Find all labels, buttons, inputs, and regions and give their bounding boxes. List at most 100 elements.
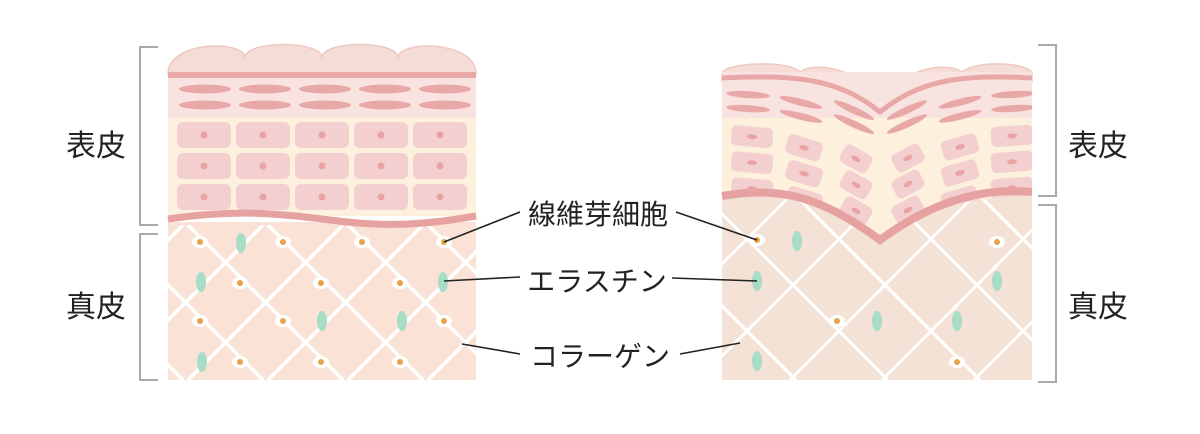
elastin-fiber — [196, 272, 206, 292]
granular-cell — [833, 100, 875, 120]
granular-band-top-right — [722, 74, 1032, 116]
granular-cell — [419, 84, 471, 94]
granular-cell — [359, 84, 411, 94]
granular-cell — [991, 104, 1032, 113]
elastin-fiber — [992, 271, 1002, 291]
spinous-cell-group — [990, 150, 1032, 174]
basement-membrane-right — [721, 187, 1033, 245]
cell-nucleus — [747, 160, 757, 166]
epidermis-layers-left — [167, 43, 477, 228]
collagen-fibers-left — [0, 225, 476, 380]
label-fibroblast: 線維芽細胞 — [527, 198, 669, 231]
spinous-cell-group — [839, 196, 873, 226]
fibroblast-nucleus — [237, 280, 243, 286]
granular-band-top-left — [168, 72, 476, 78]
fibroblast-nucleus — [834, 318, 840, 324]
spinous-cell-group — [839, 144, 873, 174]
collagen-fiber — [0, 225, 23, 380]
fibroblast-nucleus — [318, 280, 324, 286]
granular-cell — [726, 90, 770, 99]
cell-nucleus — [200, 131, 208, 139]
dermis-cells-left — [192, 233, 452, 372]
granular-cell — [419, 100, 471, 110]
granular-cell — [833, 114, 875, 134]
spinous-cell-group — [839, 170, 873, 200]
cell-nucleus — [851, 155, 861, 163]
granular-cell — [179, 84, 231, 94]
dermis-cells-right — [749, 231, 1005, 371]
cell-nucleus — [955, 144, 965, 150]
spinous-cell-group — [785, 160, 823, 188]
leader-lines — [443, 211, 758, 355]
spinous-cell-group — [891, 195, 925, 225]
collagen-fiber — [788, 190, 982, 380]
cell-nucleus — [377, 131, 385, 139]
granular-cell — [779, 110, 823, 123]
healthy-skin — [0, 43, 477, 380]
bracket-epidermis-right — [1038, 44, 1057, 197]
spinous-cell-group — [730, 151, 774, 175]
spinous-cell-group — [730, 125, 774, 149]
elastin-fiber — [397, 311, 407, 331]
fibroblast-nucleus — [397, 280, 403, 286]
collagen-fiber — [0, 225, 23, 380]
granular-cells-right — [726, 90, 1032, 134]
elastin-fiber — [197, 352, 207, 372]
granular-cell — [886, 114, 928, 134]
collagen-fiber — [346, 249, 476, 380]
fibroblast-nucleus — [994, 239, 1000, 245]
fibroblast-nucleus — [280, 318, 286, 324]
granular-layer-left — [168, 72, 476, 118]
collagen-fiber — [266, 225, 425, 380]
fibroblast-nucleus — [397, 359, 403, 365]
granular-cell — [299, 84, 351, 94]
basement-membrane-left — [167, 209, 477, 228]
cell-nucleus — [436, 162, 444, 170]
elastin-fiber — [752, 351, 762, 371]
stratum-corneum-left — [167, 43, 477, 75]
collagen-fiber — [186, 225, 345, 380]
elastin-fiber — [952, 311, 962, 331]
granular-cells-left — [179, 84, 471, 110]
collagen-fiber — [722, 190, 798, 267]
cell-nucleus — [318, 193, 326, 201]
collagen-fiber — [880, 227, 1032, 380]
collagen-fiber — [1158, 190, 1200, 380]
collagen-fiber — [972, 319, 1032, 380]
leader-collagen-right — [679, 342, 741, 355]
elastin-fiber — [792, 231, 802, 251]
fibroblast-nucleus — [197, 239, 203, 245]
cell-nucleus — [377, 193, 385, 201]
cell-nucleus — [259, 162, 267, 170]
granular-cell — [886, 100, 928, 120]
cell-nucleus — [318, 162, 326, 170]
cell-nucleus — [747, 134, 757, 140]
cell-nucleus — [1007, 133, 1017, 139]
bracket-epidermis-left — [139, 46, 158, 226]
collagen-fiber — [972, 190, 1032, 251]
spinous-cell-group — [990, 124, 1032, 148]
cell-nucleus — [436, 131, 444, 139]
collagen-fiber — [722, 303, 798, 380]
spinous-cell-group — [785, 134, 823, 162]
leader-fibroblast-right — [675, 211, 758, 241]
leader-fibroblast-left — [443, 211, 521, 243]
granular-cell — [938, 109, 982, 123]
cell-nucleus — [799, 144, 809, 151]
elastin-fiber — [872, 311, 882, 331]
label-dermis-right: 真皮 — [1068, 290, 1128, 325]
layer-brackets — [139, 44, 1057, 383]
collagen-fiber — [426, 225, 476, 276]
fibroblast-nucleus — [359, 239, 365, 245]
elastin-fiber — [236, 233, 246, 253]
leader-elastin-right — [671, 277, 758, 282]
cell-nucleus — [259, 131, 267, 139]
collagen-fiber — [1158, 190, 1200, 380]
cell-nucleus — [903, 180, 913, 188]
aged-skin — [721, 63, 1200, 380]
cell-nucleus — [436, 193, 444, 201]
granular-cell — [726, 104, 770, 113]
fibroblast-nucleus — [954, 359, 960, 365]
